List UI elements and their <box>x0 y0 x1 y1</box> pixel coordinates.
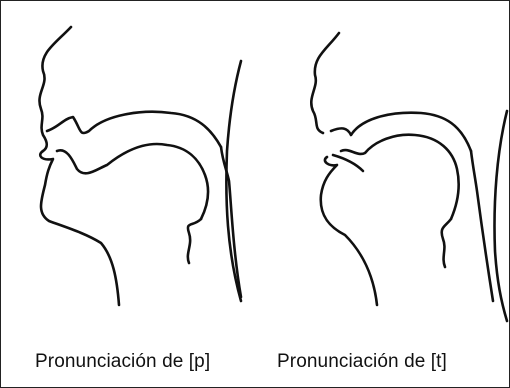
profile-t-face-lower <box>319 155 379 307</box>
caption-p: Pronunciación de [p] <box>35 351 211 372</box>
profile-t-palate <box>329 111 473 153</box>
profile-t-head-back <box>493 109 509 323</box>
profile-t-pharynx <box>469 149 495 303</box>
profile-p-head-back <box>225 59 243 303</box>
profile-p-face-lower <box>39 149 121 307</box>
profile-p-pharynx <box>219 145 243 299</box>
caption-t: Pronunciación de [t] <box>277 351 447 372</box>
profile-t <box>310 31 509 323</box>
profile-t-face-upper <box>310 31 341 135</box>
profile-p <box>38 25 243 307</box>
profile-t-lower-lip <box>331 153 365 173</box>
profile-p-larynx <box>186 217 203 265</box>
profile-t-tongue <box>339 133 460 221</box>
profile-t-larynx <box>440 217 453 269</box>
profile-p-tongue <box>55 142 210 221</box>
profile-p-face-upper <box>38 25 73 153</box>
profile-p-palate <box>45 110 223 149</box>
